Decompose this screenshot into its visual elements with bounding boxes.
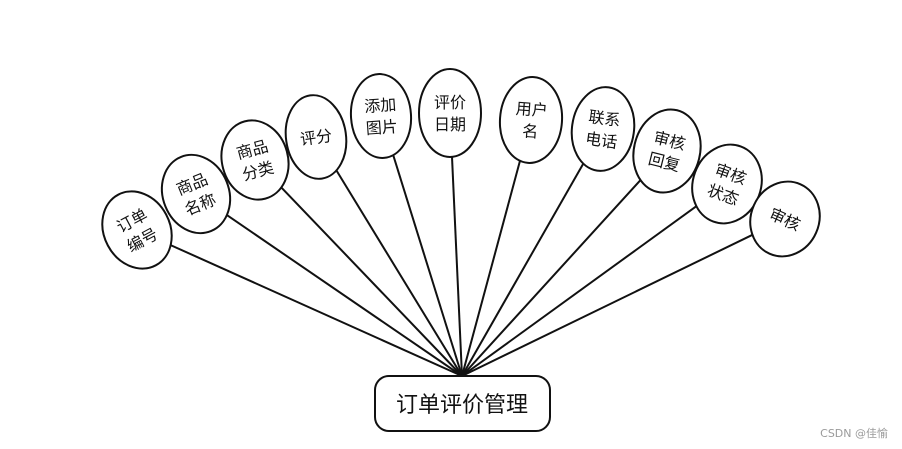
connector-line xyxy=(461,205,697,377)
attribute-label: 用户 xyxy=(515,99,548,120)
attribute-label: 日期 xyxy=(434,115,466,134)
connector-line xyxy=(461,163,585,377)
attribute-node: 评分 xyxy=(284,94,348,180)
attribute-ellipse xyxy=(749,180,821,258)
attribute-label: 图片 xyxy=(365,117,398,138)
entity-node: 订单评价管理 xyxy=(374,375,551,432)
connector-line xyxy=(392,154,463,377)
attribute-ellipse xyxy=(498,76,564,164)
connector-line xyxy=(461,233,753,377)
connector-line xyxy=(461,179,642,377)
entity-box xyxy=(374,375,551,432)
connector-line xyxy=(170,244,463,377)
connector-line xyxy=(226,214,463,377)
entity-label: 订单评价管理 xyxy=(396,393,528,418)
attribute-ellipse xyxy=(418,68,482,158)
attribute-node: 用户名 xyxy=(498,76,564,164)
connector-line xyxy=(280,186,463,377)
attribute-ellipse xyxy=(160,153,232,235)
attribute-label: 联系 xyxy=(587,107,621,130)
attribute-label: 添加 xyxy=(364,95,397,116)
attribute-ellipse xyxy=(220,119,290,201)
attribute-ellipse xyxy=(570,86,636,172)
attribute-ellipse xyxy=(284,94,348,180)
attribute-label: 名 xyxy=(522,121,539,141)
attribute-ellipse xyxy=(632,108,702,194)
attribute-nodes: 订单编号商品名称商品分类评分添加图片评价日期用户名联系电话审核回复审核状态审核 xyxy=(101,68,821,270)
connector-lines xyxy=(170,154,753,377)
attribute-label: 评分 xyxy=(299,126,333,149)
connector-line xyxy=(451,156,463,377)
watermark: CSDN @佳愉 xyxy=(820,427,888,440)
connector-line xyxy=(461,160,521,377)
attribute-ellipse xyxy=(101,190,173,270)
attribute-label: 评价 xyxy=(434,93,466,112)
attribute-ellipse xyxy=(349,73,413,159)
attribute-node: 审核 xyxy=(749,180,821,258)
attribute-label: 电话 xyxy=(584,129,618,152)
connector-line xyxy=(335,169,463,377)
